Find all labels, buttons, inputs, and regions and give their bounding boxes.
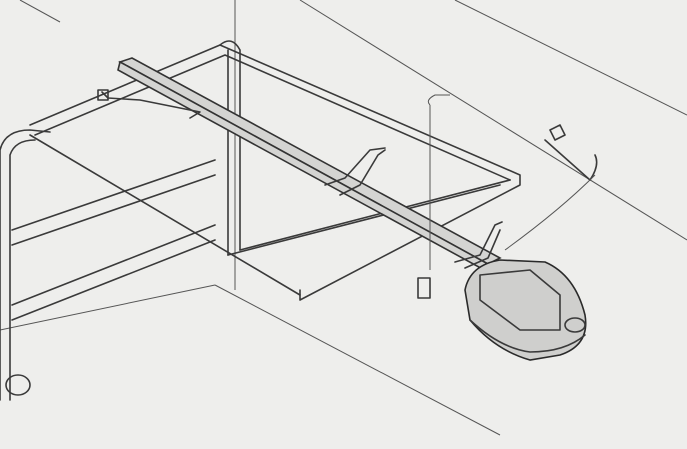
sensor-wire — [504, 174, 596, 251]
rail — [97, 57, 502, 274]
wall-button — [417, 277, 431, 299]
hanger-brackets — [324, 147, 503, 269]
safety-sensor — [544, 124, 598, 181]
motor-unit — [464, 259, 587, 361]
garage-door — [0, 40, 521, 401]
door-roller — [5, 374, 31, 396]
header-bracket — [97, 89, 109, 101]
wiring — [427, 94, 450, 270]
room-outline — [0, 0, 687, 436]
